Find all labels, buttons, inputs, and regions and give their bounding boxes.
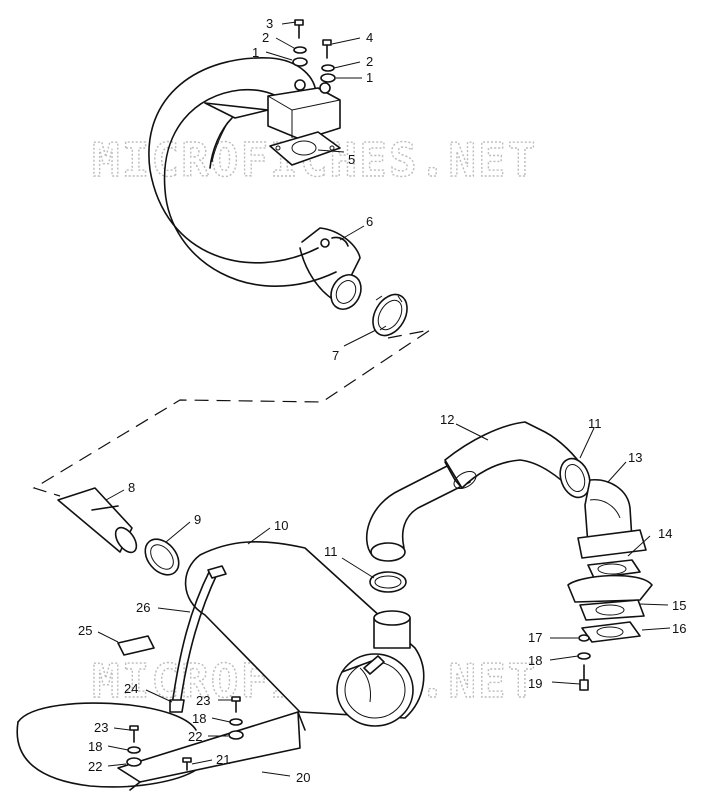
support-strap-26: [169, 565, 227, 713]
leader-lines: [97, 21, 671, 777]
clamp-11-upper: [559, 457, 591, 499]
callout-2-right: 2: [366, 54, 373, 69]
callout-12: 12: [440, 412, 454, 427]
callout-7: 7: [332, 348, 339, 363]
callout-13: 13: [628, 450, 642, 465]
callout-5: 5: [348, 152, 355, 167]
callout-20: 20: [296, 770, 310, 785]
spring-clamp-7: [372, 293, 408, 337]
callout-21: 21: [216, 752, 230, 767]
callout-18-left: 18: [88, 739, 102, 754]
callout-8: 8: [128, 480, 135, 495]
callout-26: 26: [136, 600, 150, 615]
callout-18-bottom: 18: [192, 711, 206, 726]
callout-1-right: 1: [366, 70, 373, 85]
callout-9: 9: [194, 512, 201, 527]
callout-16: 16: [672, 621, 686, 636]
callout-11-lower: 11: [324, 544, 338, 559]
bolt-washers-17-19: [577, 634, 591, 691]
clamp-9: [144, 538, 180, 576]
muffler-10: [184, 541, 425, 727]
gasket-5: [269, 131, 341, 166]
clamp-11-lower: [369, 571, 407, 593]
gasket-stack-14-16: [567, 529, 653, 643]
callout-25: 25: [78, 623, 92, 638]
flange-block: [267, 79, 341, 141]
callout-6: 6: [366, 214, 373, 229]
rubber-pad-25: [117, 635, 155, 656]
connector-dashed-line: [32, 329, 431, 497]
callout-23-right: 23: [196, 693, 210, 708]
callout-22-left: 22: [88, 759, 102, 774]
callout-2-left: 2: [262, 30, 269, 45]
tailpipe-8: [57, 487, 138, 554]
exhaust-pipe-upper: [148, 57, 362, 310]
callout-labels: 3 2 1 4 2 1 5 6 7 8 9 10 11 12 11 13 14 …: [78, 16, 686, 785]
callout-18-right: 18: [528, 653, 542, 668]
callout-15: 15: [672, 598, 686, 613]
callout-4: 4: [366, 30, 373, 45]
callout-10: 10: [274, 518, 288, 533]
hardware-bottom: [126, 696, 244, 771]
bolts-washers-top: [292, 19, 336, 83]
callout-19: 19: [528, 676, 542, 691]
bracket-20: [16, 702, 306, 791]
muffler-inlet-collar: [373, 610, 411, 649]
callout-17: 17: [528, 630, 542, 645]
callout-24: 24: [124, 681, 138, 696]
coupler-13: [584, 479, 633, 546]
callout-11-upper: 11: [588, 416, 602, 431]
callout-3: 3: [266, 16, 273, 31]
callout-23-left: 23: [94, 720, 108, 735]
exhaust-pipe-12: [365, 421, 586, 562]
callout-14: 14: [658, 526, 672, 541]
callout-1-left: 1: [252, 45, 259, 60]
callout-22-right: 22: [188, 729, 202, 744]
